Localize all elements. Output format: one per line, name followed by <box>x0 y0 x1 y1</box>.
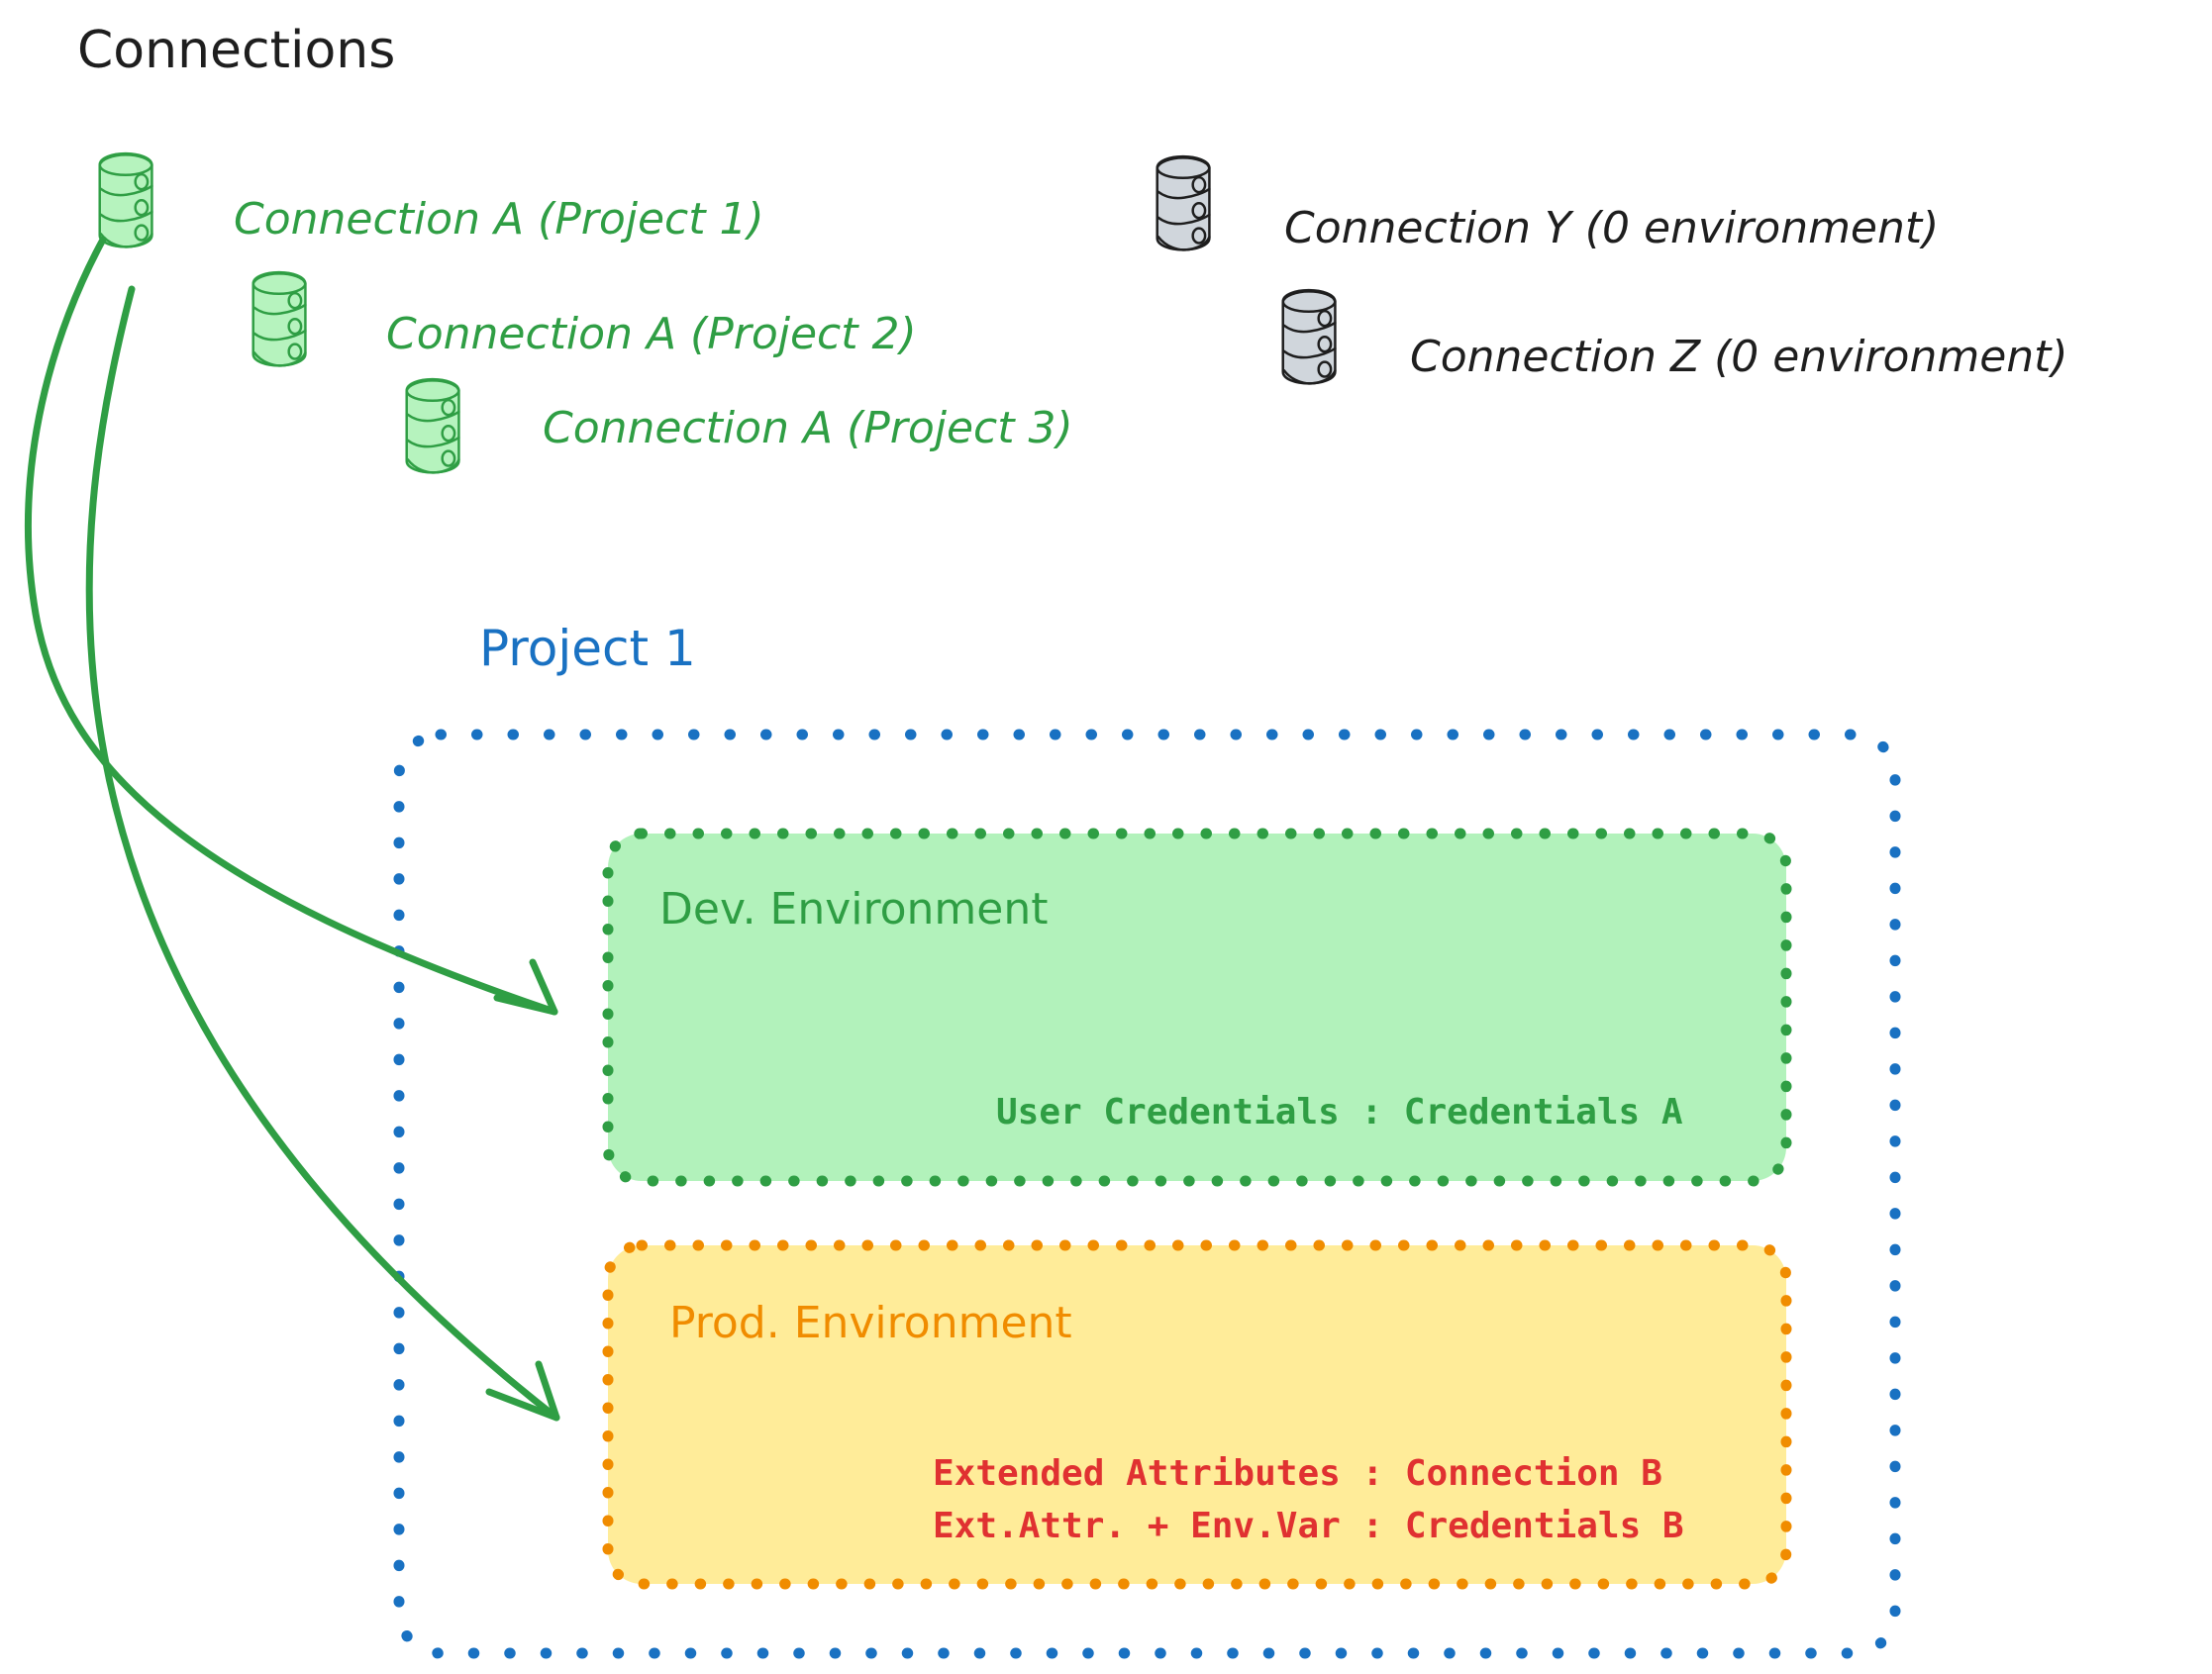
database-icon-connection-a-project-1 <box>97 150 154 249</box>
database-icon-connection-z <box>1280 287 1338 386</box>
connection-label-a-project-1: Connection A (Project 1) <box>234 194 764 245</box>
connection-label-z: Connection Z (0 environment) <box>1410 332 2068 382</box>
prod-environment-row-1: Ext.Attr. + Env.Var : Credentials B <box>933 1506 1684 1546</box>
prod-environment-row-0: Extended Attributes : Connection B <box>933 1453 1662 1494</box>
project-title: Project 1 <box>479 620 696 677</box>
dev-environment-row-0: User Credentials : Credentials A <box>996 1092 1683 1132</box>
database-icon-connection-a-project-3 <box>404 376 461 475</box>
prod-environment-title: Prod. Environment <box>669 1298 1072 1348</box>
connection-label-a-project-2: Connection A (Project 2) <box>386 309 917 359</box>
database-icon-connection-a-project-2 <box>251 269 308 368</box>
arrow-conn-a-to-prod <box>85 285 560 1422</box>
dev-environment-title: Dev. Environment <box>659 884 1049 935</box>
connection-label-y: Connection Y (0 environment) <box>1284 203 1939 253</box>
prod-environment-box[interactable] <box>602 1239 1792 1590</box>
arrow-conn-a-to-dev <box>24 236 558 1016</box>
database-icon-connection-y <box>1155 153 1212 252</box>
page-title: Connections <box>77 21 395 80</box>
connection-label-a-project-3: Connection A (Project 3) <box>543 403 1073 453</box>
dev-environment-box[interactable] <box>602 828 1792 1187</box>
